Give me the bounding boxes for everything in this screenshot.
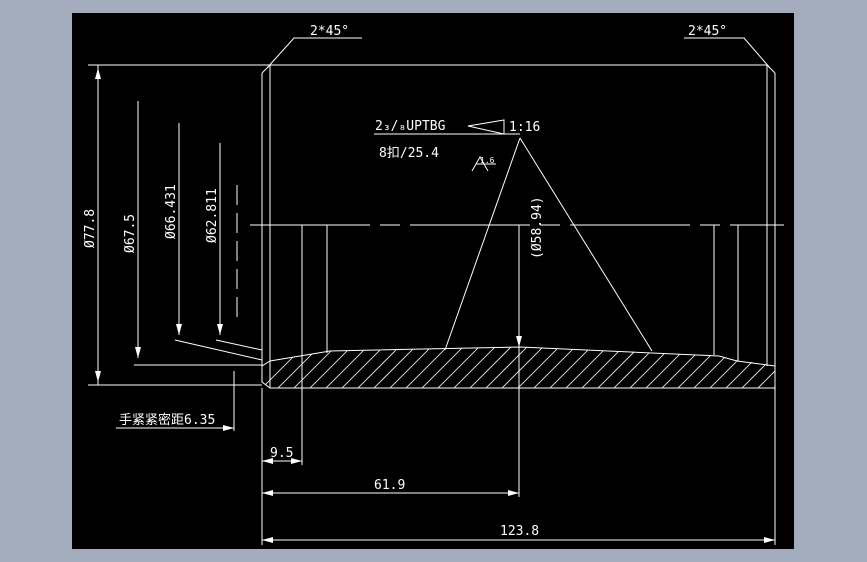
roughness-label: 1.6 bbox=[480, 156, 495, 165]
cad-drawing: 2*45° 2*45° 2₃/₈UPTBG 1:16 8扣/25.4 1.6 Ø… bbox=[83, 24, 784, 545]
thread-spec-label: 2₃/₈UPTBG bbox=[375, 119, 446, 134]
dia-outer-label: Ø77.8 bbox=[83, 209, 98, 248]
taper-label: 1:16 bbox=[509, 120, 540, 135]
dim-61-9-label: 61.9 bbox=[374, 478, 405, 493]
thread-pitch-label: 8扣/25.4 bbox=[379, 146, 439, 161]
chamfer-left-label: 2*45° bbox=[310, 24, 349, 39]
chamfer-right-label: 2*45° bbox=[688, 24, 727, 39]
dim-123-8-label: 123.8 bbox=[500, 524, 539, 539]
cad-viewport[interactable]: 2*45° 2*45° 2₃/₈UPTBG 1:16 8扣/25.4 1.6 Ø… bbox=[72, 13, 794, 549]
thread-annotation bbox=[374, 119, 653, 352]
hand-tight-label: 手紧紧密距6.35 bbox=[119, 412, 215, 428]
chamfer-leaders bbox=[266, 37, 771, 69]
diameter-dimensions bbox=[88, 64, 522, 386]
length-dimensions bbox=[116, 347, 776, 545]
dia-ref-label: (Ø58.94) bbox=[530, 196, 545, 259]
dim-9-5-label: 9.5 bbox=[270, 446, 293, 461]
dia-1-label: Ø67.5 bbox=[123, 214, 138, 253]
dia-2-label: Ø66.431 bbox=[164, 184, 179, 239]
dia-3-label: Ø62.811 bbox=[205, 188, 220, 243]
